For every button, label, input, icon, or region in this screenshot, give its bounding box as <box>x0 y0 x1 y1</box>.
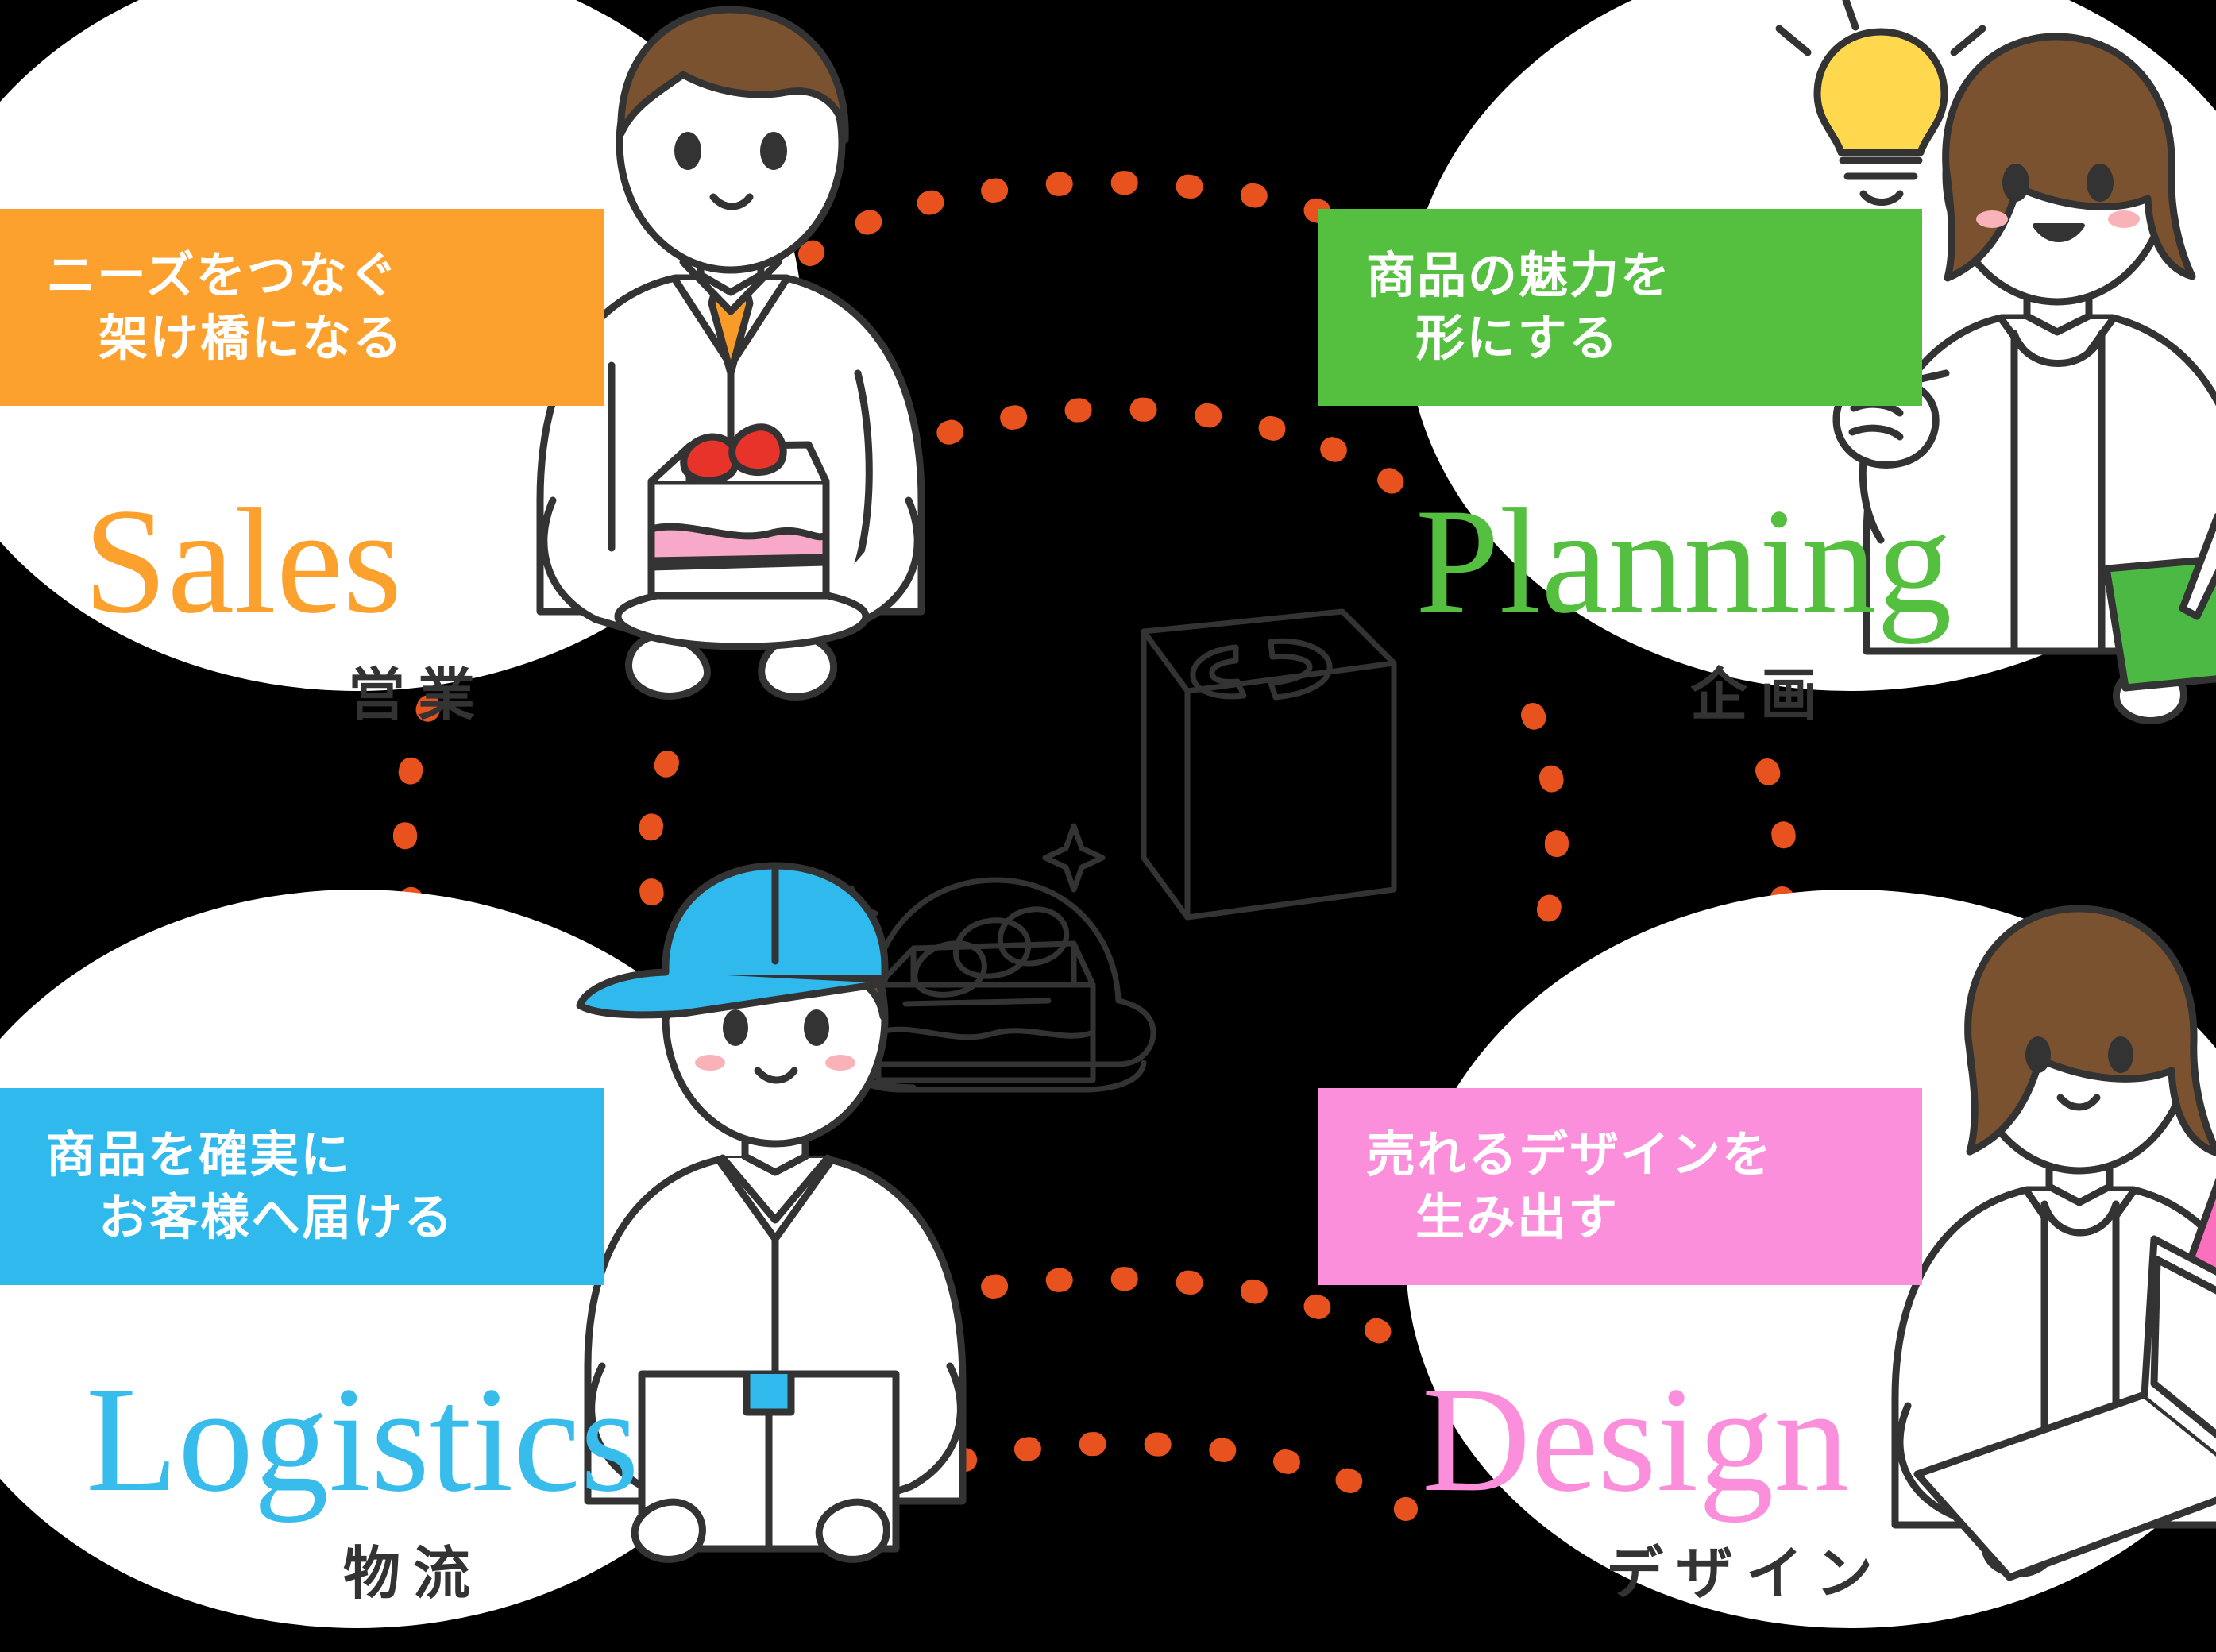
sales-banner: ニーズをつなぐ 架け橋になる <box>0 209 604 406</box>
planning-banner-line-1: 商品の魅力を <box>1366 248 1672 303</box>
planning-title-jp: 企画 <box>1690 664 1831 728</box>
sales-title-jp: 営業 <box>348 664 488 728</box>
planning-banner: 商品の魅力を 形にする <box>1318 209 1922 406</box>
sales-title-en: Sales <box>83 478 403 645</box>
design-title-jp: デザイン <box>1606 1542 1886 1606</box>
logistics-title-jp: 物流 <box>343 1542 484 1606</box>
design-title-en: Design <box>1422 1357 1850 1523</box>
sales-banner-line-1: ニーズをつなぐ <box>46 248 400 303</box>
logistics-banner-line-2: お客様へ届ける <box>98 1191 455 1245</box>
design-banner: 売れるデザインを 生み出す <box>1318 1088 1922 1285</box>
design-banner-line-2: 生み出す <box>1415 1191 1620 1245</box>
planning-title-en: Planning <box>1415 478 1952 645</box>
logistics-title-en: Logistics <box>86 1357 639 1523</box>
logistics-banner: 商品を確実に お客様へ届ける <box>0 1088 604 1285</box>
logistics-banner-line-1: 商品を確実に <box>46 1127 352 1183</box>
planning-banner-line-2: 形にする <box>1415 311 1620 366</box>
sales-banner-line-2: 架け橋になる <box>98 311 404 366</box>
design-banner-line-1: 売れるデザインを <box>1366 1127 1774 1183</box>
